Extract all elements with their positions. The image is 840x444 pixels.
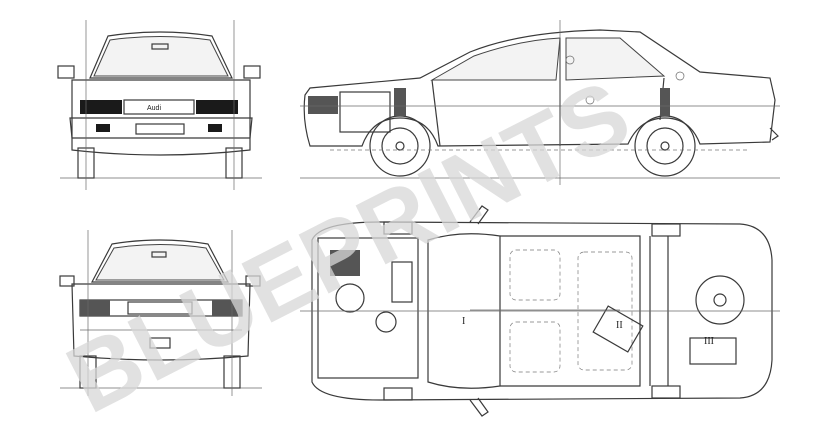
side-view bbox=[300, 20, 780, 185]
front-view: Audi bbox=[57, 20, 262, 190]
plan-view: I II III bbox=[300, 205, 780, 417]
grille-badge: Audi bbox=[147, 105, 161, 112]
plan-label-2: II bbox=[616, 320, 623, 331]
plan-label-1: I bbox=[462, 316, 465, 327]
rear-view bbox=[59, 230, 262, 396]
plan-label-3: III bbox=[704, 336, 714, 347]
